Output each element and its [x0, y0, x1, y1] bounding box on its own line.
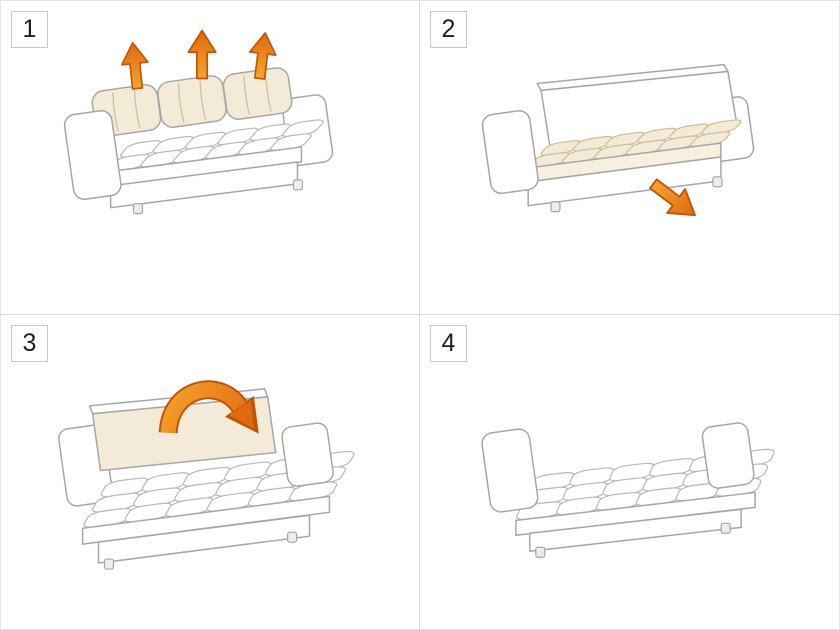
- panel-step-2: 2: [420, 1, 839, 315]
- sofa-foot: [712, 176, 723, 188]
- lift-up-arrow-icon: [120, 41, 149, 90]
- bed-base: [97, 514, 311, 564]
- step-number-badge: 3: [11, 325, 48, 362]
- sofa-foot: [720, 522, 731, 534]
- panel-step-4: 4: [420, 315, 839, 629]
- step-number-badge: 2: [430, 11, 467, 48]
- sofa-foot: [292, 179, 304, 191]
- fold-down-arrow-icon: [158, 380, 259, 434]
- left-armrest: [63, 110, 122, 200]
- left-armrest: [481, 110, 539, 195]
- step-number-badge: 4: [430, 325, 467, 362]
- step-number-badge: 1: [11, 11, 48, 48]
- back-cushion: [157, 75, 227, 128]
- sofa-foot: [132, 203, 144, 215]
- sofa-illustration-lift-cushions: [63, 29, 334, 215]
- panel-step-3: 3: [1, 315, 420, 629]
- sofa-foot: [287, 531, 298, 543]
- sofa-illustration-flat-bed: [481, 422, 839, 558]
- bed-front-face: [515, 491, 756, 537]
- step-number: 2: [441, 15, 456, 43]
- step-number: 4: [441, 329, 456, 357]
- step-number: 1: [22, 15, 37, 43]
- lift-up-arrow-icon: [248, 32, 277, 80]
- back-cushion: [222, 67, 293, 120]
- left-armrest: [481, 428, 539, 513]
- sofa-foot: [103, 558, 115, 570]
- panel-step-1: 1: [1, 1, 420, 315]
- seat-cushions: [106, 119, 327, 173]
- pull-out-arrow-icon: [649, 178, 696, 217]
- bed-base: [529, 508, 742, 552]
- lift-up-arrow-icon: [187, 29, 217, 80]
- right-armrest: [281, 422, 334, 487]
- sofa-illustration-fold-backrest: [58, 380, 419, 570]
- bed-front-face: [81, 495, 331, 545]
- right-armrest: [701, 422, 755, 489]
- lift-arrows: [120, 29, 277, 90]
- step-number: 3: [22, 329, 37, 357]
- sofa-foot: [535, 546, 546, 558]
- seat-mattress: [527, 119, 744, 169]
- sofa-foot: [550, 201, 561, 213]
- sofa-illustration-pull-out: [481, 63, 755, 217]
